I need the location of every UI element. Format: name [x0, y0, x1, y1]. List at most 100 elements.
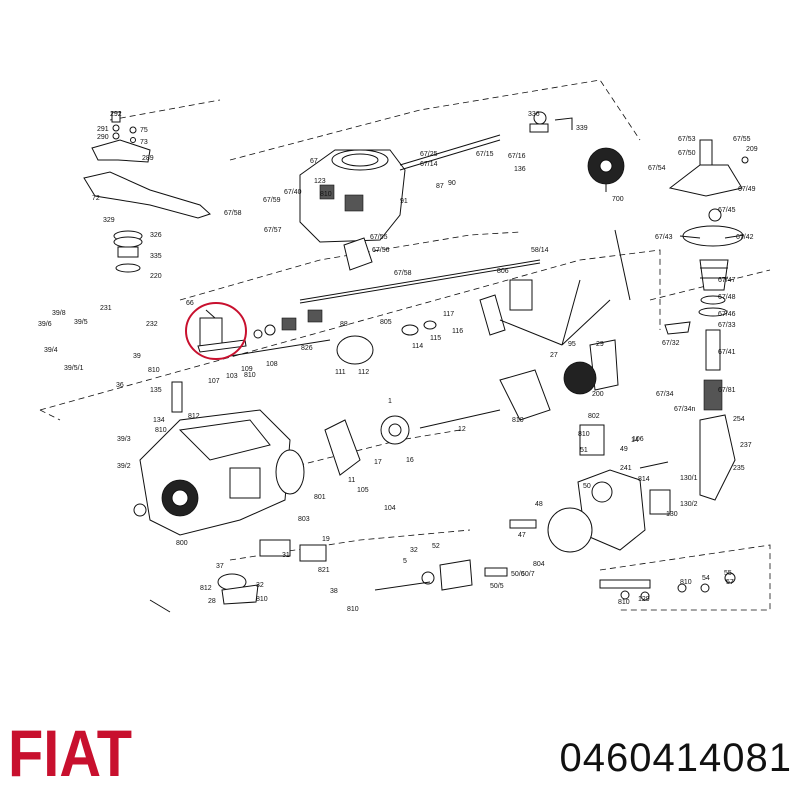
callout-label: 67/25 — [420, 151, 438, 158]
callout-label: 115 — [430, 335, 441, 342]
callout-label: 90 — [448, 180, 456, 187]
callout-label: 87 — [436, 183, 444, 190]
callout-label: 12 — [458, 426, 466, 433]
callout-label: 11 — [348, 477, 355, 484]
main-shaft-row — [197, 229, 631, 391]
callout-label: 31 — [282, 552, 290, 559]
callout-label: 292 — [110, 111, 122, 118]
callout-label: 67/46 — [718, 311, 736, 318]
callout-label: 803 — [298, 516, 310, 523]
callout-labels: 292 291 290 75 73 289 72 329 326 335 220… — [38, 111, 758, 613]
callout-label: 109 — [241, 366, 253, 373]
callout-label: 67/14 — [420, 161, 438, 168]
callout-label: 52 — [432, 543, 440, 550]
callout-label-66: 66 — [186, 300, 194, 307]
callout-label: 130 — [666, 511, 678, 518]
callout-label: 16 — [406, 457, 414, 464]
governor-housing-group — [299, 111, 625, 271]
fiat-logo: FIAT — [8, 726, 132, 778]
callout-label: 39/2 — [117, 463, 131, 470]
callout-label: 39/3 — [117, 436, 131, 443]
callout-label: 67/81 — [718, 387, 736, 394]
callout-label: 291 — [97, 126, 109, 133]
callout-label: 812 — [188, 413, 200, 420]
callout-label: 232 — [146, 321, 158, 328]
callout-label: 810 — [512, 417, 524, 424]
callout-label: 67/40 — [284, 189, 302, 196]
callout-label: 235 — [733, 465, 745, 472]
callout-label: 336 — [528, 111, 540, 118]
callout-label: 254 — [733, 416, 745, 423]
callout-label: 810 — [155, 427, 167, 434]
callout-label: 39/8 — [52, 310, 66, 317]
callout-label: 67/58 — [394, 270, 412, 277]
callout-label: 804 — [533, 561, 545, 568]
callout-label: 700 — [612, 196, 624, 203]
distributor-head-group — [217, 414, 736, 605]
callout-label: 38 — [330, 588, 338, 595]
callout-label: 821 — [318, 567, 330, 574]
callout-label: 231 — [100, 305, 112, 312]
callout-label: 800 — [176, 540, 188, 547]
callout-label: 67/53 — [678, 136, 696, 143]
callout-label: 810 — [244, 372, 256, 379]
callout-label: 1 — [388, 398, 392, 405]
callout-label: 19 — [322, 536, 330, 543]
callout-label: 810 — [320, 191, 332, 198]
callout-label: 67/50 — [678, 150, 696, 157]
leader-lines — [149, 234, 745, 613]
callout-label: 801 — [314, 494, 326, 501]
callout-label: 29 — [596, 341, 604, 348]
callout-label: 67/45 — [718, 207, 736, 214]
callout-label: 805 — [380, 319, 392, 326]
callout-label: 114 — [412, 343, 423, 350]
callout-label: 810 — [148, 367, 160, 374]
callout-label: 116 — [452, 328, 463, 335]
callout-label: 39/5 — [74, 319, 88, 326]
callout-label: 14 — [631, 437, 639, 444]
diaphragm-stack-group — [664, 139, 749, 411]
callout-label: 32 — [410, 547, 418, 554]
callout-label: 50 — [583, 483, 591, 490]
callout-label: 32 — [256, 582, 264, 589]
callout-label: 55 — [724, 570, 732, 577]
callout-label: 67/32 — [662, 340, 680, 347]
callout-label: 91 — [400, 198, 408, 205]
callout-label: 135 — [150, 387, 162, 394]
callout-label: 67/41 — [718, 349, 736, 356]
callout-label: 67/42 — [736, 234, 754, 241]
callout-label: 220 — [150, 273, 162, 280]
callout-label: 50/6 — [511, 571, 525, 578]
callout-label: 17 — [374, 459, 382, 466]
linkage-parts-group — [83, 111, 211, 273]
callout-label: 812 — [200, 585, 212, 592]
callout-label: 95 — [568, 341, 576, 348]
callout-label: 326 — [150, 232, 162, 239]
callout-label: 806 — [497, 268, 509, 275]
callout-label: 241 — [620, 465, 632, 472]
callout-label: 106 — [632, 436, 644, 443]
callout-label: 73 — [140, 139, 148, 146]
callout-label: 67/15 — [476, 151, 494, 158]
callout-label: 67/33 — [718, 322, 736, 329]
callout-label: 67/34 — [656, 391, 674, 398]
callout-label: 54 — [702, 575, 710, 582]
callout-label: 67/58 — [224, 210, 242, 217]
callout-label: 67/47 — [718, 277, 736, 284]
callout-label: 289 — [142, 155, 154, 162]
callout-label: 200 — [592, 391, 604, 398]
callout-label: 339 — [576, 125, 588, 132]
callout-label: 36 — [116, 382, 124, 389]
callout-label: 88 — [340, 321, 348, 328]
callout-label: 67/34n — [674, 406, 696, 413]
callout-label: 810 — [618, 599, 630, 606]
callout-label: 67/55 — [370, 234, 388, 241]
callout-label: 67/48 — [718, 294, 736, 301]
callout-label: 67/54 — [648, 165, 666, 172]
callout-label: 57 — [726, 579, 734, 586]
callout-label: 39/6 — [38, 321, 52, 328]
callout-label: 58/14 — [531, 247, 549, 254]
callout-label: 826 — [301, 345, 313, 352]
callout-label: 67 — [310, 158, 318, 165]
